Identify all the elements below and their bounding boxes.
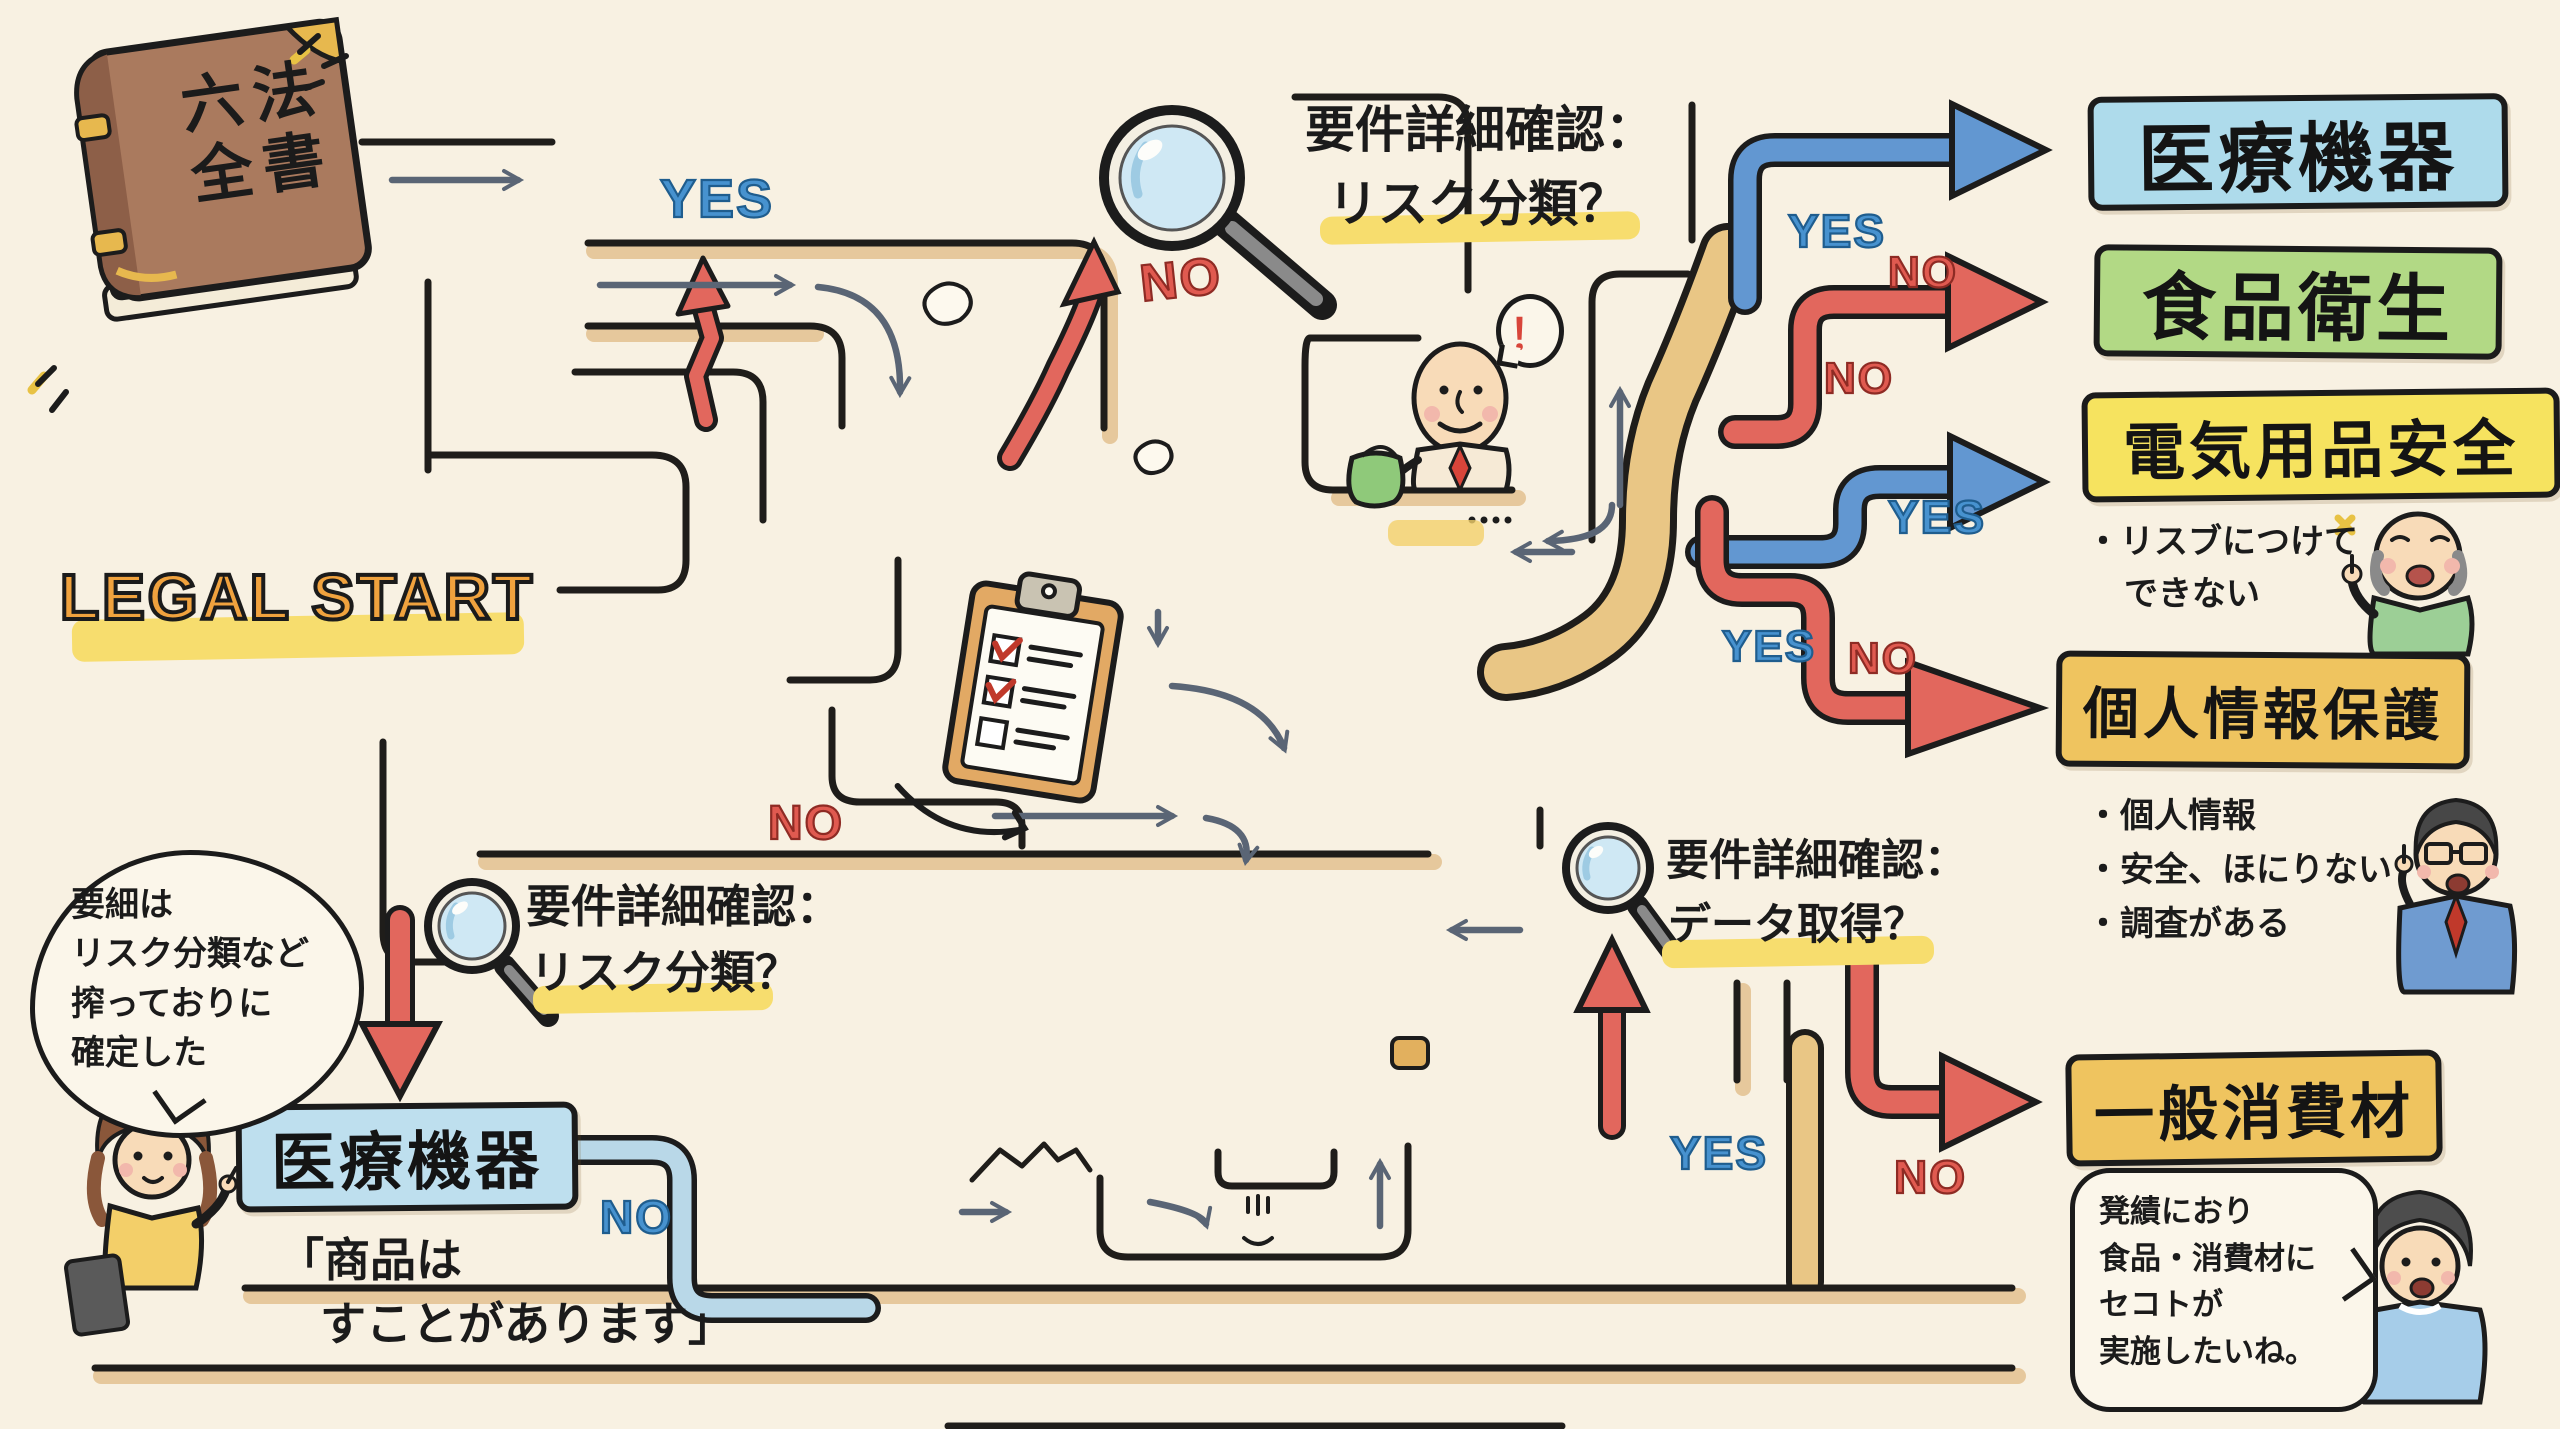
tan-wide-path (1477, 223, 1824, 1301)
character-boy (2332, 1189, 2488, 1405)
sparkle-lines (27, 33, 349, 413)
decision-no-top: NO (1136, 246, 1226, 314)
consumer-speech-bubble: 凳績におり 食品・消費材に セコトが 実施したいね。 (2070, 1168, 2378, 1412)
checkpoint-top-question: リスク分類？ (1328, 176, 1628, 232)
character-shopper (1346, 341, 1512, 509)
route-blue-electrical (1685, 431, 2051, 569)
consumer-bubble-line1: 凳績におり (2099, 1194, 2254, 1229)
decision-yes-privacy: YES (1721, 621, 1817, 672)
left-bubble-line3: 搾っておりに (71, 984, 273, 1023)
left-bubble-line2: リスク分類など (71, 935, 309, 974)
decision-no-bottom-left: NO (599, 1190, 673, 1244)
endpoint-privacy: 個人情報保護 (2055, 650, 2471, 770)
decision-no-left: NO (767, 796, 844, 851)
endpoint-medical-bottom-label: 医療機器 (270, 1124, 544, 1200)
checkpoint-right-question: データ取得？ (1668, 901, 1926, 949)
decision-yes-start: YES (659, 168, 775, 230)
consumer-bubble-line4: 実施したいね。 (2099, 1333, 2316, 1369)
privacy-note-2: ・安全、ほにりない (2086, 851, 2392, 889)
endpoint-medical-top: 医療機器 (2087, 93, 2509, 211)
checkpoint-left-question: リスク分類？ (530, 947, 801, 998)
electrical-note-1: ・リスブにつけて (2086, 523, 2358, 561)
consumer-bubble-line3: セコトが (2099, 1287, 2223, 1322)
decision-yes-medical: YES (1787, 204, 1887, 258)
arrow-red-down-medical (357, 905, 443, 1103)
consumer-bubble-line2: 食品・消費材に (2099, 1240, 2316, 1276)
left-bubble-line4: 確定した (71, 1033, 207, 1072)
alert-bubble-tail (1496, 344, 1521, 369)
legal-start-title: LEGAL START (58, 559, 536, 635)
arrow-red-up-data (1573, 933, 1651, 1140)
endpoint-medical-top-label: 医療機器 (2137, 115, 2459, 204)
decision-no-consumer: NO (1893, 1150, 1967, 1204)
decision-yes-electrical: YES (1887, 490, 1987, 544)
arrow-red-up-magnifier (997, 236, 1122, 471)
endpoint-consumer-label: 一般消費材 (2093, 1077, 2415, 1149)
gray-arrows (388, 169, 1631, 1230)
route-red-consumer (1845, 945, 2043, 1153)
character-woman (64, 1081, 238, 1337)
magnifier-icon-top (1099, 105, 1337, 320)
privacy-note-3: ・調査がある (2086, 905, 2290, 943)
route-red-food (1718, 251, 2049, 449)
checkpoint-right-heading: 要件詳細確認： (1666, 837, 1967, 885)
endpoint-electrical: 電気用品安全 (2081, 387, 2560, 503)
decision-no-food: NO (1887, 247, 1958, 298)
magnifier-icon-right (1562, 822, 1683, 963)
checkpoint-left-heading: 要件詳細確認： (526, 881, 842, 932)
alert-bubble: ！ (1496, 294, 1564, 368)
law-book-icon (74, 16, 372, 322)
endpoint-privacy-label: 個人情報保護 (2082, 681, 2444, 747)
clipboard-icon (894, 571, 1124, 841)
left-bubble-line1: 要細は (71, 886, 173, 924)
route-red-privacy (1695, 495, 2050, 759)
character-grandpa (2334, 511, 2475, 657)
endpoint-electrical-label: 電気用品安全 (2122, 414, 2520, 489)
privacy-note-1: ・個人情報 (2086, 797, 2256, 835)
decision-yes-bottom: YES (1669, 1126, 1769, 1180)
endpoint-consumer: 一般消費材 (2065, 1049, 2443, 1167)
endpoint-food: 食品衛生 (2093, 244, 2503, 360)
route-lightblue-medical-no (551, 1135, 881, 1323)
endpoint-medical-bottom: 医療機器 (235, 1101, 579, 1213)
book-title: 六法 全書 (159, 50, 357, 216)
checkpoint-top-heading: 要件詳細確認： (1305, 102, 1655, 158)
decision-no-privacy: NO (1847, 633, 1918, 684)
electrical-note-2: できない (2124, 575, 2260, 613)
decision-no-mid: NO (1823, 353, 1894, 404)
medical-bottom-note-2: すことがあります」 (320, 1298, 734, 1350)
medical-bottom-note-1: 「商品は (278, 1234, 462, 1286)
character-suit-man (2394, 797, 2518, 995)
endpoint-food-label: 食品衛生 (2141, 265, 2455, 351)
paper-scrap-doodles (922, 281, 1512, 1246)
route-blue-medical-top (1728, 99, 2053, 315)
